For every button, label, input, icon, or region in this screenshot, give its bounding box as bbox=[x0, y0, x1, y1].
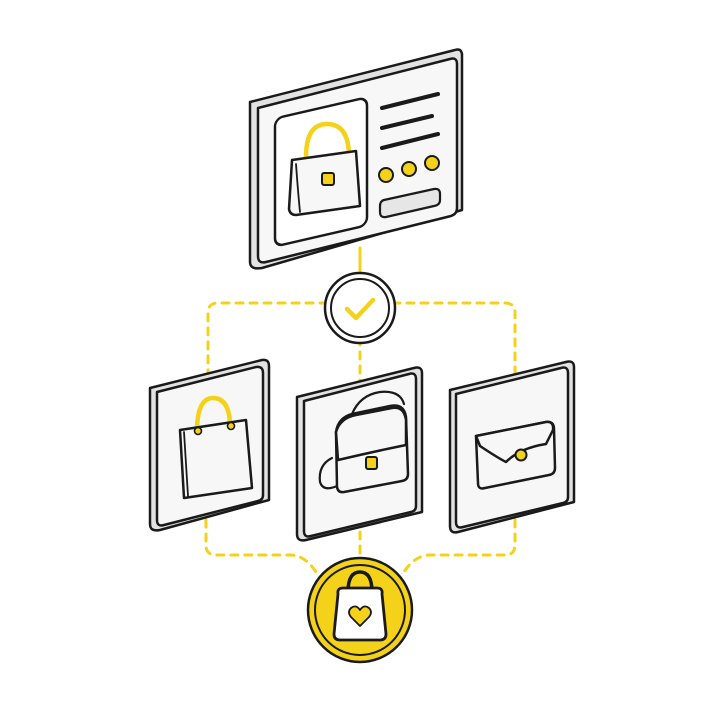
checkmark-icon bbox=[344, 297, 376, 321]
connector-right-to-lock bbox=[400, 518, 517, 577]
connector-check-to-left bbox=[206, 301, 329, 386]
verification-node bbox=[323, 271, 397, 345]
messenger-bag-icon bbox=[318, 390, 410, 494]
listing-desc-line-2 bbox=[380, 132, 440, 150]
option-card-messenger bbox=[295, 366, 424, 542]
listing-rating-dots bbox=[378, 155, 440, 183]
connector-check-to-right bbox=[391, 301, 517, 388]
handbag-icon bbox=[287, 121, 362, 217]
rating-dot-1 bbox=[378, 167, 394, 183]
rating-dot-3 bbox=[424, 155, 440, 171]
option-card-clutch bbox=[448, 360, 576, 534]
clutch-bag-icon bbox=[474, 420, 557, 490]
connector-left-to-lock bbox=[204, 518, 320, 577]
tote-bag-icon bbox=[178, 395, 254, 500]
rating-dot-2 bbox=[401, 161, 417, 177]
shopping-bag-heart-icon bbox=[332, 570, 388, 642]
listing-buy-button bbox=[378, 187, 442, 219]
listing-title-line bbox=[380, 92, 440, 110]
option-card-tote bbox=[148, 358, 271, 532]
listing-desc-line-1 bbox=[380, 114, 434, 130]
listing-text-lines bbox=[380, 92, 440, 150]
favorite-node bbox=[306, 556, 414, 664]
product-listing-card bbox=[248, 48, 464, 270]
